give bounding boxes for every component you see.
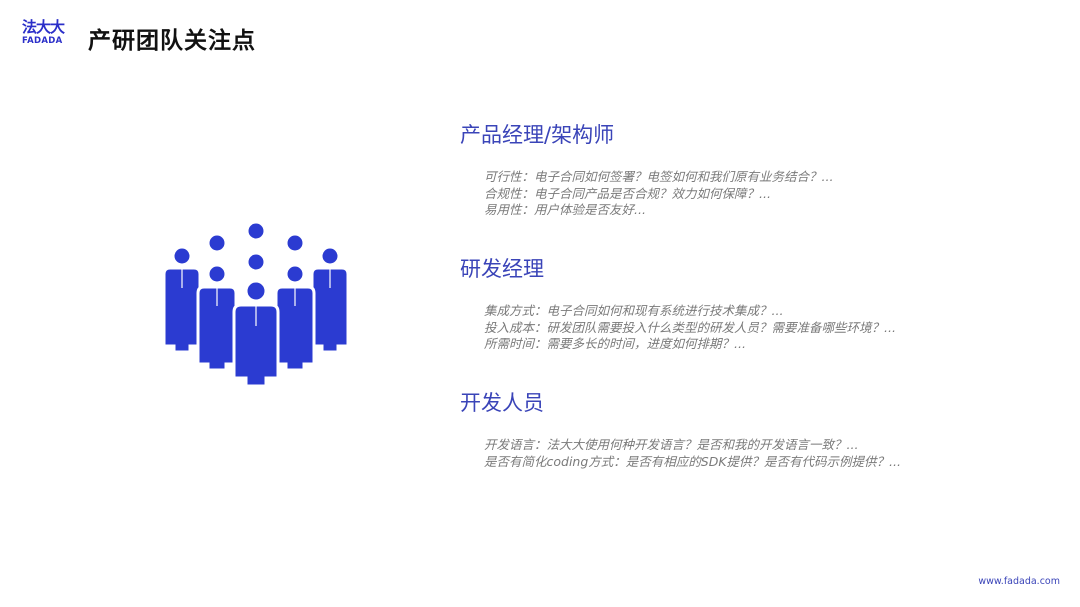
text-line: 合规性：电子合同产品是否合规？效力如何保障？... bbox=[484, 185, 771, 201]
page-title: 产研团队关注点 bbox=[88, 28, 256, 54]
text-line: 投入成本：研发团队需要投入什么类型的研发人员？需要准备哪些环境？... bbox=[484, 319, 896, 335]
text-line: 所需时间：需要多长的时间，进度如何排期？... bbox=[484, 336, 746, 351]
footer-url: www.fadada.com bbox=[978, 576, 1060, 587]
brand-logo: 法大大 FADADA bbox=[22, 18, 74, 47]
text-line: 是否有简化coding方式：是否有相应的SDK提供？是否有代码示例提供？... bbox=[484, 453, 901, 469]
text-line: 易用性：用户体验是否友好... bbox=[484, 202, 646, 217]
text-line: 开发语言：法大大使用何种开发语言？是否和我的开发语言一致？... bbox=[484, 437, 859, 452]
text-line: 集成方式：电子合同如何和现有系统进行技术集成？... bbox=[484, 303, 784, 318]
section-developer: 开发人员 开发语言：法大大使用何种开发语言？是否和我的开发语言一致？... 是否… bbox=[460, 387, 901, 470]
text-line: 可行性：电子合同如何签署？电签如何和我们原有业务结合？... bbox=[484, 169, 834, 184]
section-rd-manager: 研发经理 集成方式：电子合同如何和现有系统进行技术集成？... 投入成本：研发团… bbox=[460, 253, 896, 353]
section-heading: 产品经理/架构师 bbox=[460, 123, 615, 147]
team-people-icon bbox=[162, 220, 350, 388]
section-heading: 开发人员 bbox=[460, 391, 544, 415]
section-product-manager: 产品经理/架构师 可行性：电子合同如何签署？电签如何和我们原有业务结合？... … bbox=[460, 119, 833, 219]
logo-en-text: FADADA bbox=[22, 36, 63, 46]
logo-cn-text: 法大大 bbox=[22, 18, 65, 36]
section-heading: 研发经理 bbox=[460, 257, 544, 281]
